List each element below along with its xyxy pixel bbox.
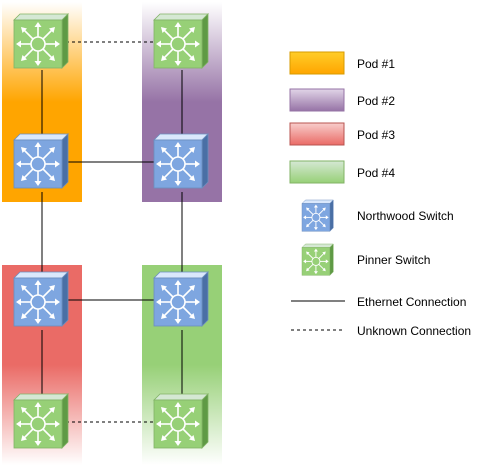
- legend-label-pod2: Pod #2: [357, 94, 395, 108]
- legend-label-pod3: Pod #3: [357, 128, 395, 142]
- legend-label-pod4: Pod #4: [357, 166, 395, 180]
- switch-top-face: [13, 133, 69, 141]
- switch-side-face: [329, 199, 334, 232]
- switch-top-face: [13, 13, 69, 21]
- legend-label-northwood: Northwood Switch: [357, 209, 454, 223]
- switch-top-face: [153, 393, 209, 401]
- pinner-switch-icon-pod3: [13, 393, 69, 449]
- northwood-switch-icon: [301, 199, 334, 232]
- northwood-switch-icon-pod3: [13, 271, 69, 327]
- switch-side-face: [61, 13, 69, 69]
- northwood-switch-icon-pod4: [153, 271, 209, 327]
- legend-swatch-pod3: [289, 122, 345, 146]
- switch-side-face: [201, 393, 209, 449]
- switch-side-face: [61, 133, 69, 189]
- switch-top-face: [13, 271, 69, 279]
- connections: [41, 41, 183, 423]
- northwood-switch-icon-pod1: [13, 133, 69, 189]
- legend-label-pod1: Pod #1: [357, 57, 395, 71]
- pinner-switch-icon: [301, 243, 334, 276]
- switch-top-face: [301, 243, 334, 248]
- switch-side-face: [61, 393, 69, 449]
- switch-side-face: [201, 13, 209, 69]
- northwood-switch-icon-pod2: [153, 133, 209, 189]
- switch-top-face: [301, 199, 334, 204]
- legend: Pod #1 Pod #2 Pod #3 Pod #4 Northwood Sw…: [289, 51, 471, 338]
- pinner-switch-icon-pod2: [153, 13, 209, 69]
- switch-side-face: [201, 133, 209, 189]
- switches: [13, 13, 209, 449]
- pinner-switch-icon-pod4: [153, 393, 209, 449]
- legend-pinner-switch-icon: [301, 243, 334, 276]
- switch-top-face: [153, 271, 209, 279]
- switch-side-face: [61, 271, 69, 327]
- legend-label-ethernet: Ethernet Connection: [357, 295, 466, 309]
- switch-side-face: [329, 243, 334, 276]
- legend-swatch-pod1: [289, 51, 345, 75]
- legend-label-pinner: Pinner Switch: [357, 253, 430, 267]
- legend-swatch-pod4: [289, 160, 345, 184]
- switch-top-face: [153, 13, 209, 21]
- switch-top-face: [13, 393, 69, 401]
- pinner-switch-icon-pod1: [13, 13, 69, 69]
- switch-top-face: [153, 133, 209, 141]
- legend-northwood-switch-icon: [301, 199, 334, 232]
- switch-side-face: [201, 271, 209, 327]
- legend-swatch-pod2: [289, 88, 345, 112]
- legend-label-unknown: Unknown Connection: [357, 324, 471, 338]
